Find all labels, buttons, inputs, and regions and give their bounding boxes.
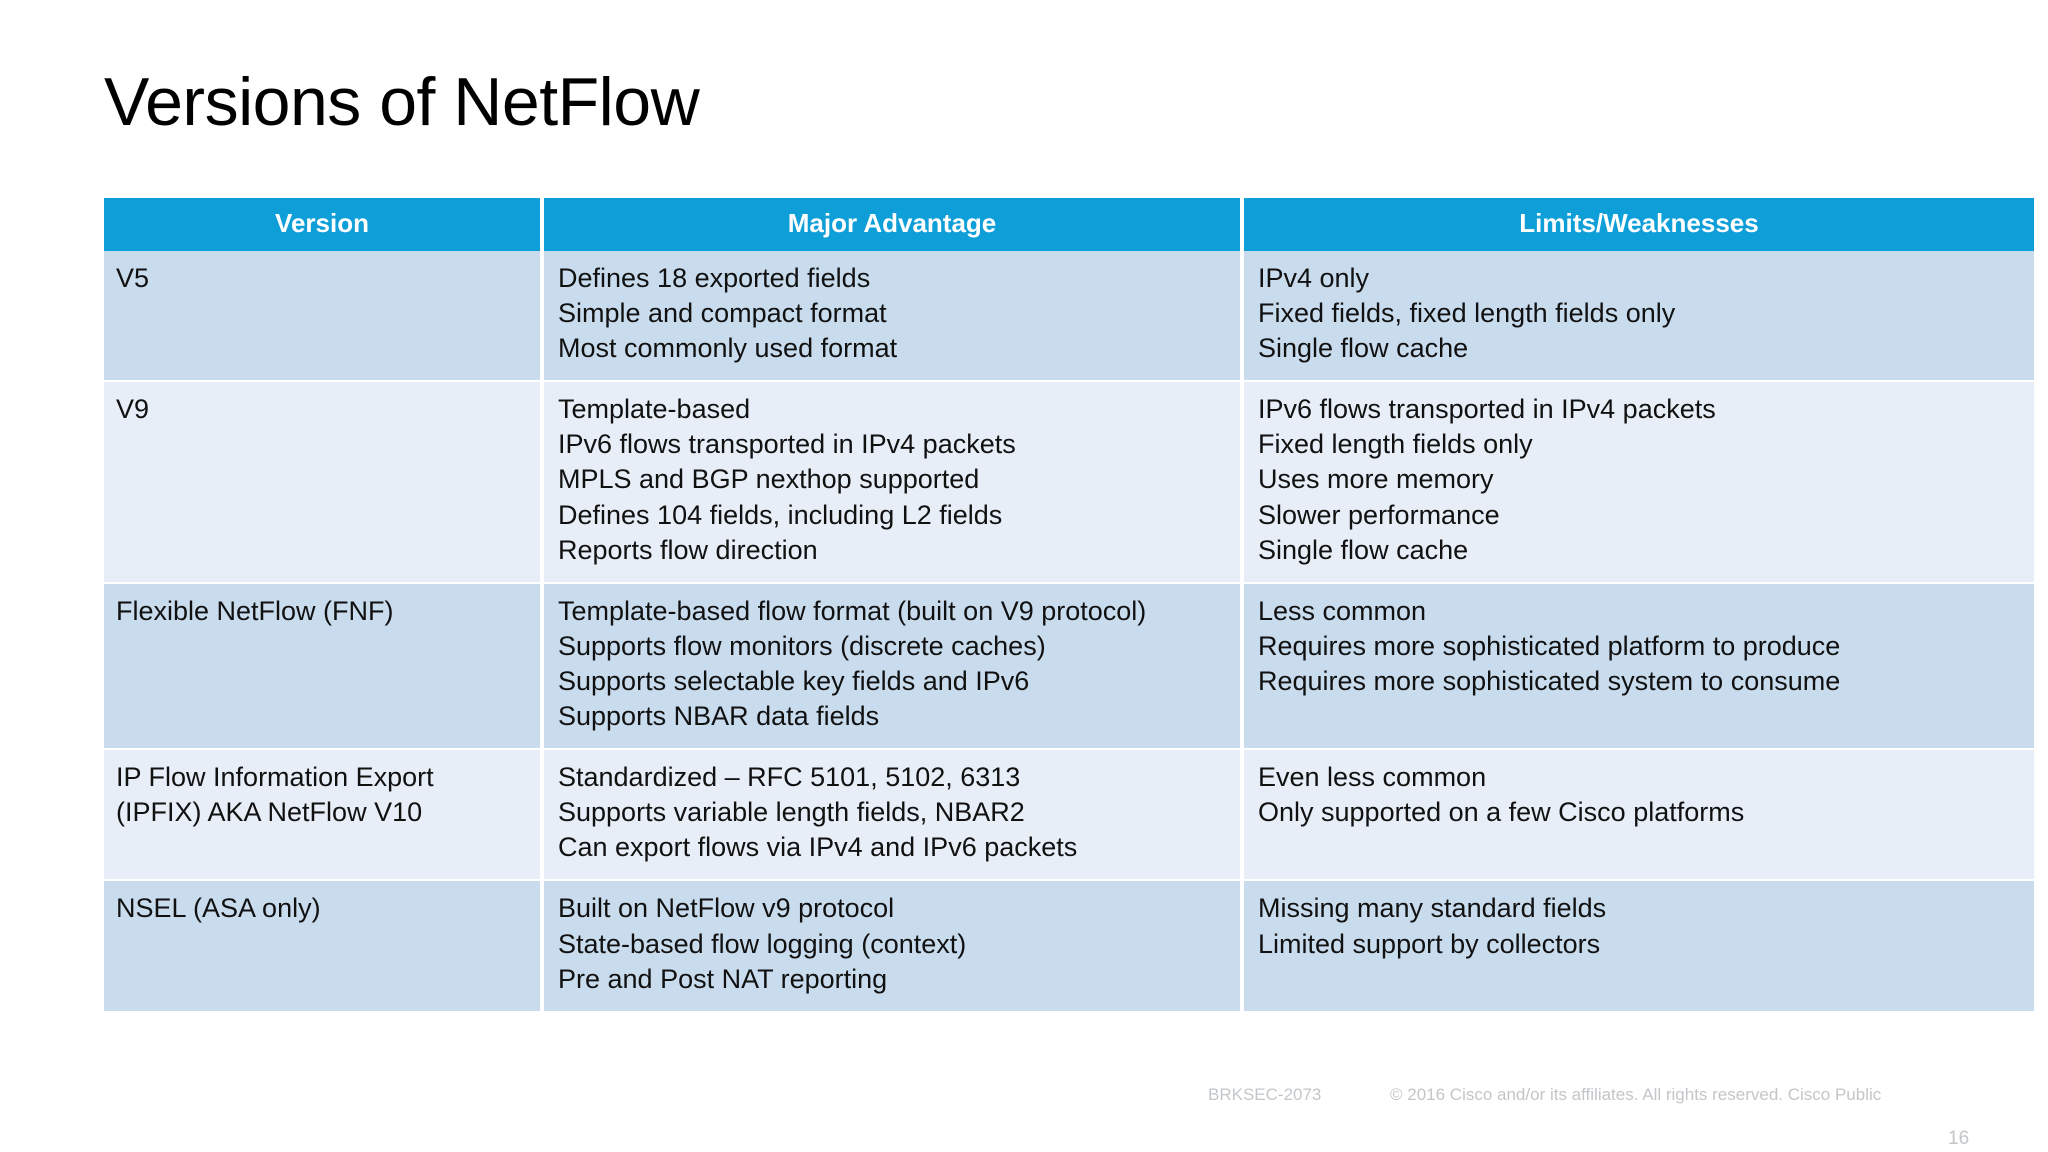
table-header: Version Major Advantage Limits/Weaknesse…: [104, 198, 2034, 251]
cell-line: Requires more sophisticated platform to …: [1258, 630, 1841, 661]
column-header-major-advantage: Major Advantage: [544, 198, 1244, 251]
page-title: Versions of NetFlow: [104, 64, 700, 140]
cell-version: IP Flow Information Export (IPFIX) AKA N…: [104, 750, 544, 882]
cell-line: Missing many standard fields: [1258, 893, 1607, 924]
cell-version: NSEL (ASA only): [104, 881, 544, 1013]
cell-line: Supports variable length fields, NBAR2: [558, 797, 1025, 828]
table-row: V5 Defines 18 exported fields Simple and…: [104, 251, 2034, 383]
cell-line: Built on NetFlow v9 protocol: [558, 893, 895, 924]
cell-line: Fixed fields, fixed length fields only: [1258, 298, 1676, 329]
cell-line: Slower performance: [1258, 499, 1500, 530]
cell-line: Uses more memory: [1258, 464, 1494, 495]
cell-major-advantage: Standardized – RFC 5101, 5102, 6313 Supp…: [544, 750, 1244, 882]
cell-line: Template-based flow format (built on V9 …: [558, 595, 1147, 626]
cell-line: Requires more sophisticated system to co…: [1258, 665, 1841, 696]
copyright-text: © 2016 Cisco and/or its affiliates. All …: [1390, 1085, 1882, 1104]
cell-version: Flexible NetFlow (FNF): [104, 583, 544, 751]
cell-line: Defines 104 fields, including L2 fields: [558, 499, 1003, 530]
cell-line: Supports flow monitors (discrete caches): [558, 630, 1046, 661]
cell-limits-weaknesses: IPv6 flows transported in IPv4 packets F…: [1244, 382, 2034, 584]
cell-line: Less common: [1258, 595, 1427, 626]
cell-line: Single flow cache: [1258, 534, 1469, 565]
column-header-version: Version: [104, 198, 544, 251]
column-header-limits-weaknesses: Limits/Weaknesses: [1244, 198, 2034, 251]
cell-major-advantage: Template-based IPv6 flows transported in…: [544, 382, 1244, 584]
cell-version: V5: [104, 251, 544, 383]
cell-line: IPv6 flows transported in IPv4 packets: [558, 429, 1016, 460]
table-header-row: Version Major Advantage Limits/Weaknesse…: [104, 198, 2034, 251]
cell-line: Even less common: [1258, 762, 1487, 793]
cell-line: Standardized – RFC 5101, 5102, 6313: [558, 762, 1021, 793]
cell-limits-weaknesses: Missing many standard fields Limited sup…: [1244, 881, 2034, 1013]
cell-limits-weaknesses: IPv4 only Fixed fields, fixed length fie…: [1244, 251, 2034, 383]
cell-line: Can export flows via IPv4 and IPv6 packe…: [558, 832, 1078, 863]
cell-line: MPLS and BGP nexthop supported: [558, 464, 980, 495]
cell-major-advantage: Defines 18 exported fields Simple and co…: [544, 251, 1244, 383]
table-row: IP Flow Information Export (IPFIX) AKA N…: [104, 750, 2034, 882]
cell-version: V9: [104, 382, 544, 584]
cell-line: Limited support by collectors: [1258, 928, 1601, 959]
cell-line: Fixed length fields only: [1258, 429, 1533, 460]
cell-major-advantage: Template-based flow format (built on V9 …: [544, 583, 1244, 751]
cell-line: Single flow cache: [1258, 333, 1469, 364]
cell-line: Only supported on a few Cisco platforms: [1258, 797, 1745, 828]
cell-line: Most commonly used format: [558, 333, 898, 364]
cell-line: Simple and compact format: [558, 298, 887, 329]
cell-line: Template-based: [558, 394, 751, 425]
cell-line: Reports flow direction: [558, 534, 818, 565]
netflow-versions-table-wrapper: Version Major Advantage Limits/Weaknesse…: [104, 198, 2046, 1013]
table-body: V5 Defines 18 exported fields Simple and…: [104, 251, 2034, 1013]
cell-line: IPv6 flows transported in IPv4 packets: [1258, 394, 1716, 425]
page-number: 16: [1948, 1128, 1970, 1149]
table-row: NSEL (ASA only) Built on NetFlow v9 prot…: [104, 881, 2034, 1013]
cell-line: State-based flow logging (context): [558, 928, 967, 959]
table-row: Flexible NetFlow (FNF) Template-based fl…: [104, 583, 2034, 751]
slide-footer: BRKSEC-2073 © 2016 Cisco and/or its affi…: [0, 1085, 2048, 1115]
cell-line: IPv4 only: [1258, 263, 1370, 293]
netflow-versions-table: Version Major Advantage Limits/Weaknesse…: [104, 198, 2034, 1013]
cell-line: Supports selectable key fields and IPv6: [558, 665, 1030, 696]
cell-major-advantage: Built on NetFlow v9 protocol State-based…: [544, 881, 1244, 1013]
session-code: BRKSEC-2073: [1208, 1085, 1322, 1104]
cell-line: Defines 18 exported fields: [558, 263, 871, 293]
table-row: V9 Template-based IPv6 flows transported…: [104, 382, 2034, 584]
cell-line: Pre and Post NAT reporting: [558, 963, 888, 994]
cell-line: Supports NBAR data fields: [558, 701, 880, 732]
cell-limits-weaknesses: Less common Requires more sophisticated …: [1244, 583, 2034, 751]
cell-limits-weaknesses: Even less common Only supported on a few…: [1244, 750, 2034, 882]
